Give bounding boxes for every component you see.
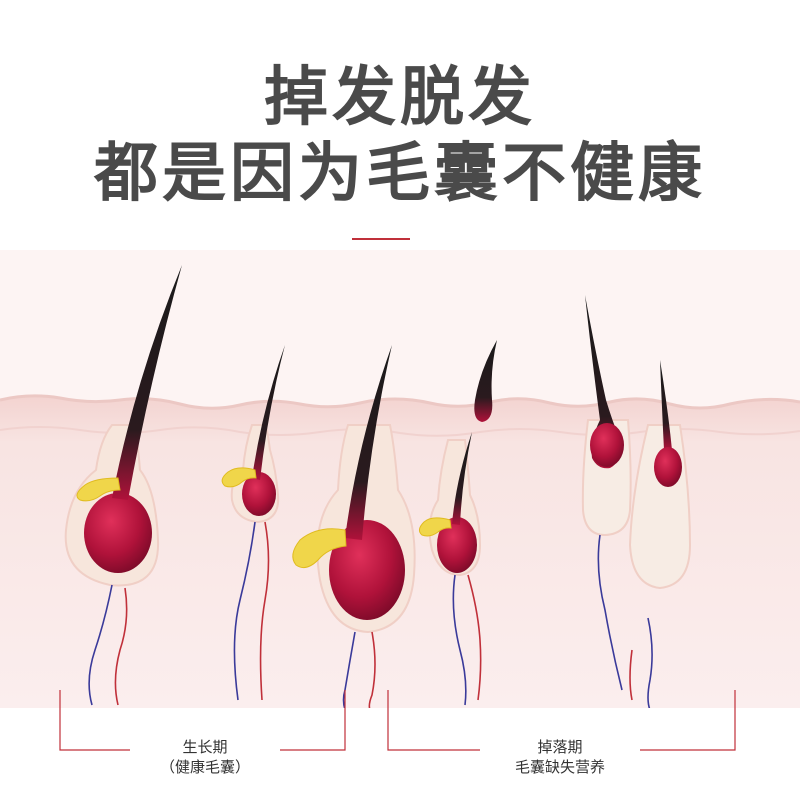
hair-shaft [345, 345, 392, 540]
growth-phase-subtitle: （健康毛囊） [159, 758, 250, 776]
follicle-shedding-1 [418, 340, 497, 577]
follicle-shedding-3 [628, 360, 692, 590]
growth-phase-title: 生长期 [182, 738, 228, 756]
skin-surface-line [0, 394, 800, 410]
falling-hair [474, 340, 497, 422]
growth-bracket [59, 690, 346, 751]
title-divider [352, 238, 410, 240]
sebaceous-gland [292, 528, 347, 569]
shedding-bracket [387, 690, 736, 751]
sebaceous-gland [221, 467, 257, 488]
follicle-growth-3 [292, 345, 416, 634]
shedding-phase-subtitle: 毛囊缺失营养 [514, 758, 605, 776]
hair-shaft [112, 265, 182, 500]
follicle-growth-1 [64, 265, 182, 587]
follicle-growth-2 [221, 345, 285, 524]
headline-line-1: 掉发脱发 [264, 61, 536, 135]
sebaceous-gland [76, 477, 121, 502]
hair-bulb [437, 517, 477, 573]
growth-phase-label: 生长期 （健康毛囊） [130, 737, 280, 777]
headline-line-2: 都是因为毛囊不健康 [94, 137, 706, 211]
blood-vessels [88, 521, 653, 711]
hair-shaft [660, 360, 672, 450]
hair-bulb [242, 472, 276, 516]
hair-bulb [329, 520, 405, 620]
hair-bulb [654, 447, 682, 487]
hair-bulb [590, 423, 624, 467]
top-background [0, 250, 800, 410]
hair-shaft [452, 432, 472, 525]
hair-shaft [252, 345, 285, 480]
shedding-phase-title: 掉落期 [537, 738, 583, 756]
follicle-shedding-2 [581, 295, 632, 537]
hair-bulb [84, 493, 152, 573]
bottom-background [0, 708, 800, 800]
sebaceous-gland [418, 517, 452, 537]
shedding-phase-label: 掉落期 毛囊缺失营养 [480, 737, 640, 777]
